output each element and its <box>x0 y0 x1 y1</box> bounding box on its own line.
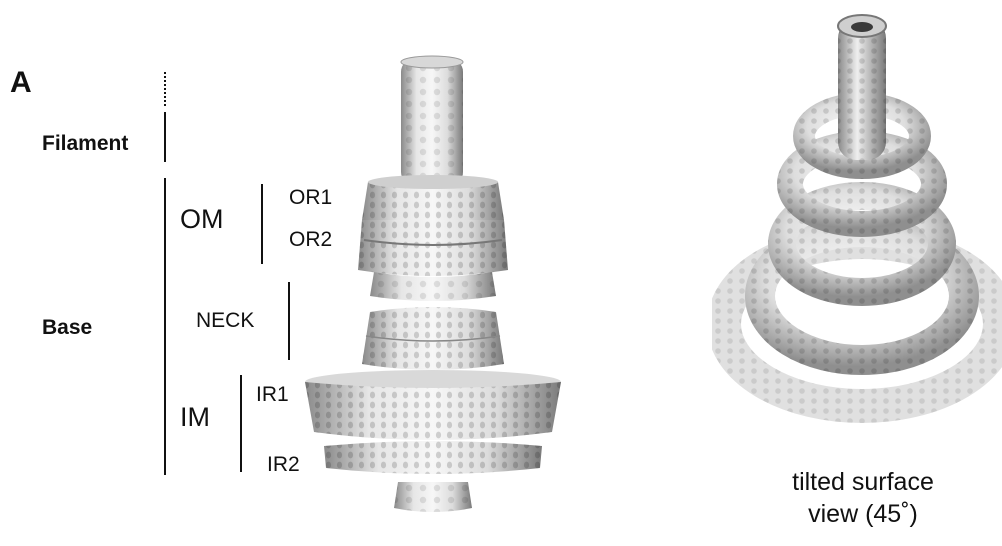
filament-tube <box>401 56 463 186</box>
or1-ring <box>362 175 504 220</box>
caption-line-1: tilted surface <box>768 466 958 498</box>
im-label: IM <box>180 402 210 433</box>
base-bar <box>164 178 166 475</box>
neck-label: NECK <box>196 309 254 333</box>
ir1-label: IR1 <box>256 383 289 407</box>
tilted-filament-tube <box>838 15 886 160</box>
tilted-view-structure <box>712 6 1002 426</box>
ir1-ring <box>305 370 561 440</box>
neck-ring <box>362 307 504 370</box>
ir2-ring <box>324 441 542 474</box>
caption-line-2: view (45˚) <box>768 498 958 530</box>
base-label: Base <box>42 316 92 340</box>
side-view-structure <box>290 50 580 520</box>
filament-label: Filament <box>42 132 128 156</box>
om-lower-band <box>370 272 496 301</box>
panel-label: A <box>10 66 32 100</box>
or2-ring <box>358 220 508 276</box>
filament-dashed-bar <box>164 72 168 106</box>
om-label: OM <box>180 204 224 235</box>
filament-bar <box>164 112 166 162</box>
im-bar <box>240 375 242 472</box>
om-bar <box>261 184 263 264</box>
tilted-view-caption: tilted surface view (45˚) <box>768 466 958 530</box>
bottom-nub <box>394 482 472 512</box>
